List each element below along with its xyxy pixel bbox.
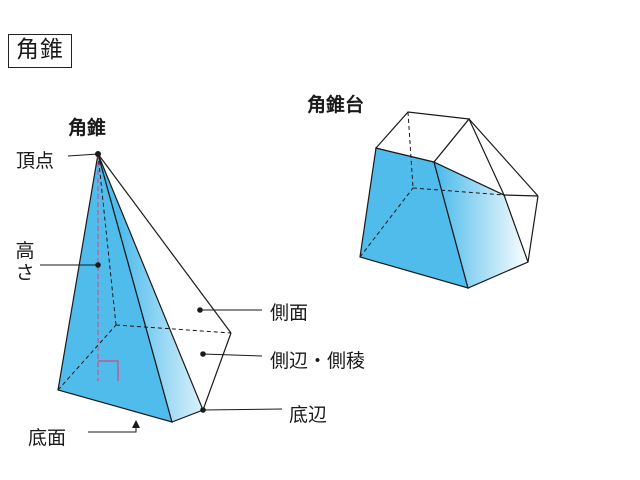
lateral-face-label: 側面 [270, 302, 309, 324]
base-leader-arrow [88, 420, 140, 433]
page-title: 角錐 [8, 34, 72, 68]
base-edge-leader [202, 408, 283, 411]
frustum-hidden-edge [412, 187, 505, 196]
base-edge-label: 底辺 [289, 404, 328, 426]
apex-leader [67, 153, 99, 157]
frustum-back-edge [468, 118, 539, 197]
frustum-hidden-edge [407, 111, 414, 189]
frustum-figure [359, 111, 539, 289]
pyramid-hidden-edge [97, 153, 117, 326]
pyramid-back-edge [97, 153, 232, 334]
pyramid-hidden-edge [115, 324, 232, 334]
frustum-back-edge [503, 194, 539, 197]
pyramid-title: 角錐 [68, 117, 107, 139]
base-label: 底面 [28, 427, 67, 449]
lateral-edge-label: 側辺・側稜 [270, 350, 366, 372]
apex-label: 頂点 [16, 150, 55, 172]
pyramid-hidden-edge [57, 324, 117, 391]
frustum-back-edge [527, 195, 539, 263]
pyramid-figure [40, 151, 283, 433]
height-label: 高さ [15, 240, 35, 284]
pyramid-right-face [97, 153, 204, 423]
frustum-hidden-edge [359, 187, 414, 258]
frustum-title: 角錐台 [307, 94, 365, 116]
right-angle-mark [98, 360, 119, 381]
pyramid-base-edge [202, 332, 232, 411]
lateral-edge-leader [202, 353, 263, 357]
